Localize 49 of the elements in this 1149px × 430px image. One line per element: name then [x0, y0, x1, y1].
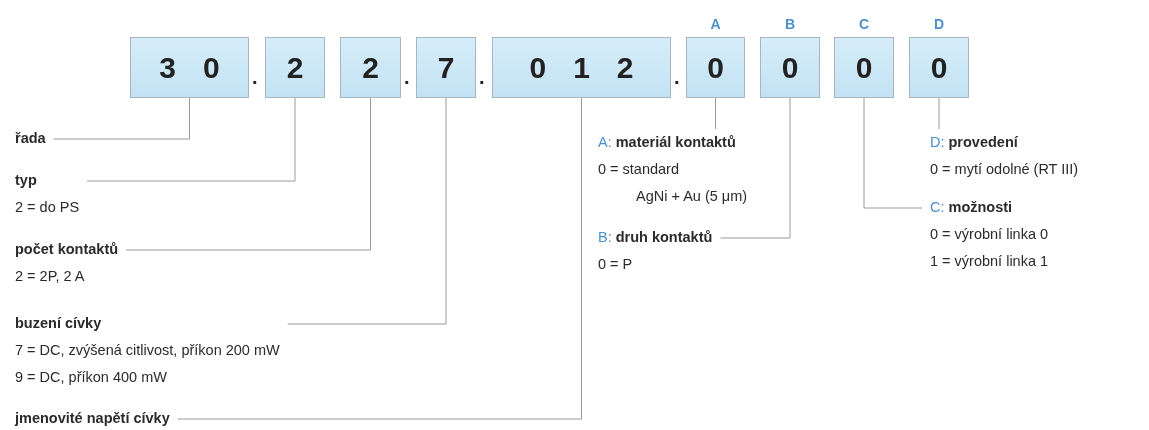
leader-line: [53, 97, 190, 140]
code-digit-box: 2: [340, 37, 401, 98]
option-heading: materiál kontaktů: [615, 133, 736, 152]
code-digit-box: 0: [909, 37, 969, 98]
position-letter: C: [859, 16, 870, 32]
leader-line: [86, 97, 296, 182]
code-digit-box: 7: [416, 37, 476, 98]
option-text: 1 = výrobní linka 1: [930, 252, 1049, 271]
position-letter: A: [710, 16, 721, 32]
code-digit-box: 0: [834, 37, 894, 98]
option-text: 2 = do PS: [15, 198, 80, 217]
separator-dot: .: [252, 66, 258, 89]
code-digit-box: 2: [265, 37, 325, 98]
position-letter: D:: [930, 133, 945, 152]
separator-dot: .: [404, 66, 410, 89]
option-text: 0 = mytí odolné (RT III): [930, 160, 1079, 179]
option-heading: počet kontaktů: [15, 240, 119, 259]
code-digit-box: 0: [686, 37, 745, 98]
option-text: 0 = P: [598, 255, 633, 274]
option-heading: typ: [15, 171, 37, 190]
option-heading: možnosti: [948, 198, 1013, 217]
position-letter: B:: [598, 228, 612, 247]
option-text: 2 = 2P, 2 A: [15, 267, 85, 286]
code-digit-box: 30: [130, 37, 249, 98]
option-heading: provedení: [948, 133, 1018, 152]
leader-line: [287, 97, 447, 325]
leader-line: [863, 97, 923, 209]
position-letter: B: [785, 16, 796, 32]
leader-line: [938, 97, 940, 130]
option-heading: buzení cívky: [15, 314, 102, 333]
option-heading: řada: [15, 129, 46, 148]
code-digit-box: 012: [492, 37, 671, 98]
option-heading: jmenovité napětí cívky: [15, 409, 170, 428]
leader-line: [125, 97, 371, 251]
code-digit-box: 0: [760, 37, 820, 98]
position-letter: C:: [930, 198, 945, 217]
option-text: AgNi + Au (5 μm): [635, 187, 748, 206]
leader-line: [715, 97, 716, 130]
position-letter: A:: [598, 133, 612, 152]
separator-dot: .: [479, 66, 485, 89]
leader-line: [719, 97, 791, 239]
option-text: 0 = standard: [598, 160, 680, 179]
separator-dot: .: [674, 66, 680, 89]
leader-line: [177, 97, 582, 420]
position-letter: D: [934, 16, 945, 32]
option-heading: druh kontaktů: [615, 228, 713, 247]
option-text: 0 = výrobní linka 0: [930, 225, 1049, 244]
option-text: 9 = DC, příkon 400 mW: [15, 368, 167, 387]
option-text: 7 = DC, zvýšená citlivost, příkon 200 mW: [15, 341, 280, 360]
